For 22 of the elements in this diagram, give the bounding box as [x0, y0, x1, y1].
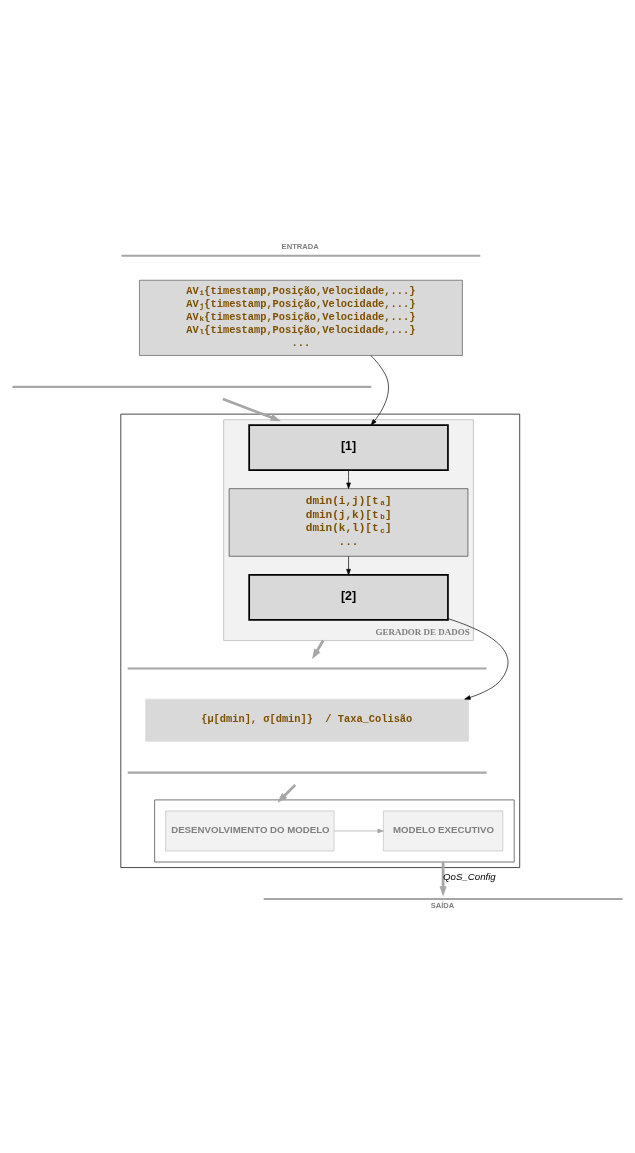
node-box [121, 254, 481, 257]
node-box [263, 897, 623, 900]
arrow [277, 783, 297, 803]
arrow [447, 617, 509, 700]
node-box: MODELO EXECUTIVO [383, 810, 504, 851]
node-label: ENTRADA [281, 241, 319, 251]
node-bar [127, 771, 487, 774]
node-bar [12, 385, 372, 388]
node-box: [1] [248, 423, 449, 471]
cluster [154, 799, 515, 862]
node-label: SAÍDA [430, 900, 455, 910]
arrow [370, 354, 389, 425]
arrow [346, 555, 351, 575]
arrow [222, 397, 281, 421]
node-bar [127, 666, 487, 669]
node-box: {μ[dmin], σ[dmin]} / Taxa_Colisão [145, 698, 469, 742]
edge-label: QoS_Config [443, 870, 496, 882]
arrow [346, 469, 351, 489]
arrow [439, 861, 447, 897]
arrow [333, 828, 384, 833]
node-box: [2] [248, 573, 449, 621]
node-box: DESENVOLVIMENTO DO MODELO [165, 810, 335, 851]
